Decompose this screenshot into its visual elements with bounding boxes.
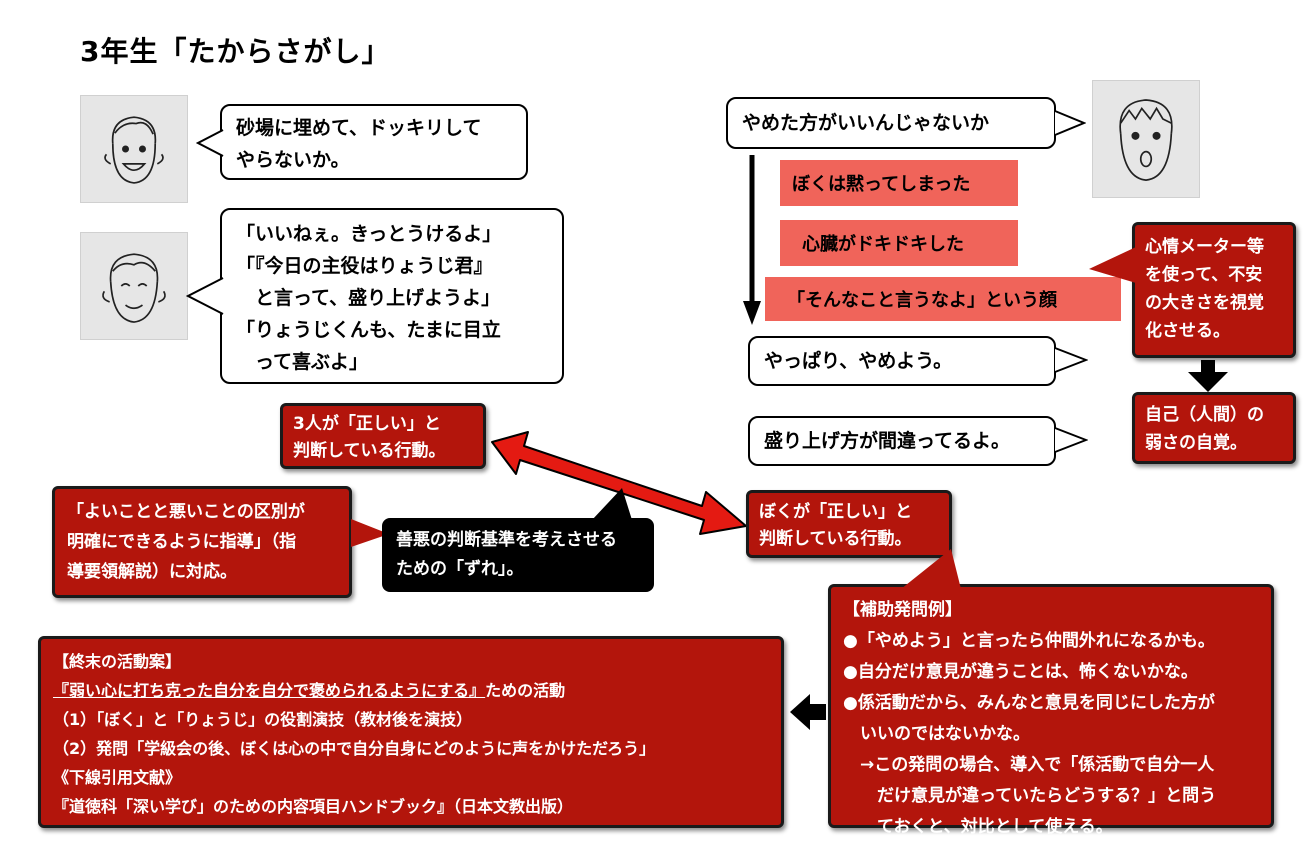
- boy-face-smiling-icon: [80, 95, 188, 203]
- speech-bubble-stop: やめた方がいいんじゃないか: [726, 97, 1086, 149]
- bubble-line: と言って、盛り上げようよ」: [236, 287, 501, 309]
- activity-line: 『道徳科「深い学び」のための内容項目ハンドブック』（日本文教出版）: [53, 797, 574, 816]
- bubble-line: やらないか。: [236, 149, 350, 171]
- support-line: いいのではないかな。: [843, 724, 1030, 744]
- support-line: だけ意見が違っていたらどうする？」と問う: [843, 786, 1217, 806]
- left-arrow-icon: [790, 694, 826, 730]
- note-line: 導要領解説）に対応。: [67, 562, 237, 582]
- note-zure: 善悪の判断基準を考えさせる ための「ずれ」。: [382, 488, 654, 592]
- boy-face-surprised-icon: [1092, 80, 1200, 198]
- bubble-line: って喜ぶよ」: [236, 351, 369, 373]
- note-boku-judgement: ぼくが「正しい」と 判断している行動。: [746, 490, 952, 558]
- speech-bubble-sand: 砂場に埋めて、ドッキリして やらないか。: [196, 104, 528, 180]
- bubble-line: 「『今日の主役はりょうじ君』: [236, 255, 493, 277]
- speech-bubble-give-up: やっぱり、やめよう。: [748, 336, 1088, 386]
- activity-target-line: 『弱い心に打ち克った自分を自分で褒められるようにする』ための活動: [53, 676, 769, 705]
- note-line: ぼくが「正しい」と: [759, 502, 912, 522]
- down-arrow-icon: [743, 155, 761, 325]
- feeling-heartbeat: 心臓がドキドキした: [780, 220, 1018, 266]
- note-line: を使って、不安: [1145, 265, 1263, 285]
- support-line: ておくと、対比として使える。: [843, 817, 1113, 837]
- support-heading: 【補助発問例】: [843, 600, 962, 620]
- note-line: ための「ずれ」。: [396, 559, 524, 579]
- support-line: ●係活動だから、みんなと意見を同じにした方が: [843, 693, 1215, 713]
- note-line: 自己（人間）の: [1145, 405, 1264, 425]
- note-line: 善悪の判断基準を考えさせる: [396, 530, 617, 550]
- note-guideline: 「よいことと悪いことの区別が 明確にできるように指導」（指 導要領解説）に対応。: [52, 486, 389, 598]
- bubble-line: 盛り上げ方が間違ってるよ。: [764, 430, 1011, 452]
- boy-face-calm-icon: [80, 232, 188, 340]
- down-arrow-icon: [1188, 360, 1228, 392]
- note-three-people-judgement: 3人が「正しい」と 判断している行動。: [280, 403, 486, 469]
- note-line: 明確にできるように指導」（指: [67, 532, 297, 552]
- activity-heading: 【終末の活動案】: [53, 652, 182, 671]
- note-line: 心情メーター等: [1145, 237, 1264, 257]
- note-line: 判断している行動。: [759, 529, 912, 549]
- note-line: 弱さの自覚。: [1145, 433, 1247, 453]
- bubble-line: 「いいねぇ。きっとうけるよ」: [236, 223, 502, 245]
- bubble-line: 砂場に埋めて、ドッキリして: [236, 117, 482, 139]
- feeling-silent: ぼくは黙ってしまった: [780, 160, 1018, 206]
- bubble-line: やっぱり、やめよう。: [764, 350, 953, 372]
- note-line: 化させる。: [1145, 321, 1230, 341]
- activity-line: 《下線引用文献》: [53, 768, 182, 787]
- note-emotion-meter: 心情メーター等 を使って、不安 の大きさを視覚 化させる。: [1089, 222, 1296, 358]
- bubble-line: 「りょうじくんも、たまに目立: [236, 319, 501, 341]
- speech-bubble-friends: 「いいねぇ。きっとうけるよ」 「『今日の主役はりょうじ君』 と言って、盛り上げよ…: [186, 208, 564, 384]
- final-activity-panel: 【終末の活動案】 『弱い心に打ち克った自分を自分で褒められるようにする』ための活…: [38, 636, 784, 828]
- support-line: →この発問の場合、導入で「係活動で自分一人: [843, 755, 1215, 775]
- bubble-line: やめた方がいいんじゃないか: [742, 112, 990, 134]
- note-line: 「よいことと悪いことの区別が: [67, 502, 305, 522]
- activity-line: （1）「ぼく」と「りょうじ」の役割演技（教材後を演技）: [53, 710, 473, 729]
- page-title: 3年生「たからさがし」: [80, 35, 391, 68]
- note-line: 3人が「正しい」と: [293, 414, 441, 434]
- support-line: ●「やめよう」と言ったら仲間外れになるかも。: [843, 631, 1215, 651]
- feeling-face: 「そんなこと言うなよ」という顔: [765, 277, 1121, 321]
- note-line: 判断している行動。: [293, 441, 446, 461]
- support-line: ●自分だけ意見が違うことは、怖くないかな。: [843, 662, 1198, 682]
- support-questions-panel: 【補助発問例】 ●「やめよう」と言ったら仲間外れになるかも。 ●自分だけ意見が違…: [828, 549, 1274, 837]
- activity-line: （2）発問「学級会の後、ぼくは心の中で自分自身にどのように声をかけただろう」: [53, 739, 656, 758]
- activity-suffix: ための活動: [485, 681, 566, 700]
- speech-bubble-wrong-way: 盛り上げ方が間違ってるよ。: [748, 416, 1088, 466]
- underlined-quote: 『弱い心に打ち克った自分を自分で褒められるようにする』: [53, 681, 486, 700]
- note-line: の大きさを視覚: [1145, 293, 1264, 313]
- note-self-weakness: 自己（人間）の 弱さの自覚。: [1132, 392, 1296, 464]
